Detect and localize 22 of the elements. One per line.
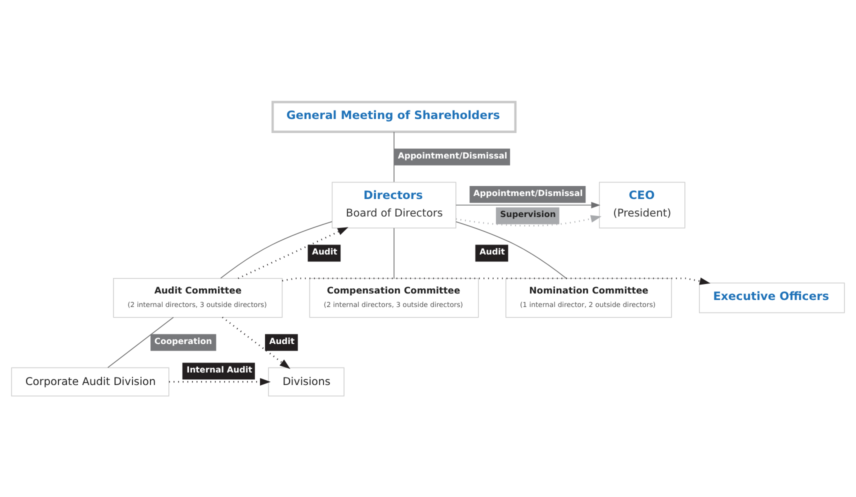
arrow	[282, 277, 710, 284]
node-box: CEO (President)	[599, 181, 686, 228]
node-box: Divisions	[268, 366, 344, 396]
edge-label: Supervision	[500, 208, 556, 219]
arrow	[456, 201, 600, 208]
edge-label: Appointment/Dismissal	[398, 150, 508, 160]
edge-label: Audit	[312, 246, 338, 256]
node-box: Corporate Audit Division	[11, 366, 170, 396]
edge-label: Internal Audit	[186, 364, 252, 374]
edge-label: Cooperation	[154, 335, 212, 346]
connector	[456, 220, 566, 278]
edge-label: Appointment/Dismissal	[473, 187, 583, 198]
arrow	[238, 226, 348, 279]
node-box: Directors Board of Directors	[332, 181, 456, 228]
arrow	[456, 214, 602, 226]
node-box: Executive Officers	[699, 282, 845, 313]
edge-label: Audit	[480, 246, 505, 256]
node-box: General Meeting of Shareholders	[272, 100, 517, 132]
arrow	[222, 316, 290, 368]
arrow	[169, 378, 271, 386]
connector	[220, 220, 332, 278]
edge-label: Audit	[269, 335, 295, 346]
